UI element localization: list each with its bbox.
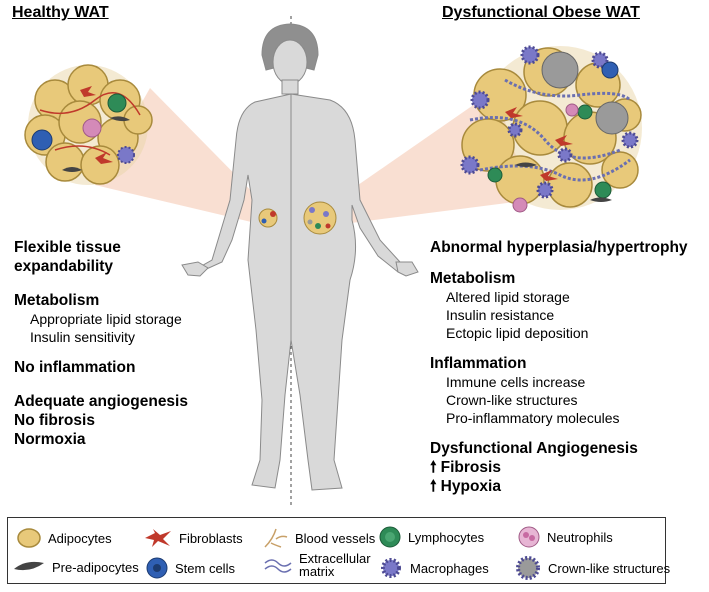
healthy-tissue-cluster [24,64,153,185]
crown-like-structure-icon [516,556,540,580]
right-inflammation-block: Inflammation Immune cells increase Crown… [430,354,620,427]
right-inflammation-item: Pro-inflammatory molecules [446,410,620,426]
right-metabolism-item: Insulin resistance [446,307,555,323]
legend: Adipocytes Fibroblasts Blood vessels Lym… [7,517,670,584]
left-expand-line-2: expandability [14,258,114,275]
left-metabolism-item: Insulin sensitivity [30,329,136,345]
right-metabolism-item: Altered lipid storage [446,289,570,305]
right-inflammation-heading: Inflammation [430,355,527,372]
healthy-body-tissue [258,208,278,228]
left-expand-line-1: Flexible tissue [14,239,121,256]
left-metabolism-item: Appropriate lipid storage [30,311,182,327]
right-inflammation-item: Immune cells increase [446,374,586,390]
legend-pre-adipocytes: Pre-adipocytes [12,559,139,575]
legend-crown-like-structures: Crown-like structures [514,555,670,581]
right-inflammation-item: Crown-like structures [446,392,578,408]
right-expand: Abnormal hyperplasia/hypertrophy [430,239,688,256]
legend-lymphocytes: Lymphocytes [378,525,484,549]
left-angio-block: Adequate angiogenesis No fibrosis Normox… [14,392,188,449]
extracellular-matrix-icon [264,559,292,573]
right-metabolism-heading: Metabolism [430,270,516,287]
obese-body-tissue [303,201,337,235]
right-hypoxia-row: 🠕Hypoxia [430,477,638,496]
illustration [24,16,642,505]
legend-extracellular-line-2: matrix [299,564,335,579]
right-fibrosis: Fibrosis [440,459,501,476]
left-fibrosis: No fibrosis [14,412,95,429]
legend-neutrophils: Neutrophils [517,525,613,549]
right-metabolism-block: Metabolism Altered lipid storage Insulin… [430,269,588,342]
legend-blood-vessels: Blood vessels [263,527,375,549]
legend-stem-cells: Stem cells [145,556,235,580]
left-inflammation: No inflammation [14,359,136,376]
right-metabolism-item: Ectopic lipid deposition [446,325,589,341]
right-hypoxia: Hypoxia [440,478,501,495]
macrophage-icon [381,558,401,578]
legend-adipocytes: Adipocytes [16,527,112,549]
right-fibrosis-row: 🠕Fibrosis [430,458,638,477]
adipocyte-icon [17,528,41,548]
legend-macrophages: Macrophages [378,555,489,581]
blood-vessel-icon [264,528,288,548]
neutrophil-icon [518,526,540,548]
legend-extracellular-matrix: Extracellular matrix [263,552,371,578]
left-angiogenesis: Adequate angiogenesis [14,393,188,410]
up-arrow-icon: 🠕 [430,459,437,476]
right-angiogenesis: Dysfunctional Angiogenesis [430,440,638,457]
stem-cell-icon [146,557,168,579]
legend-extracellular-line-1: Extracellular [299,551,371,566]
pre-adipocyte-icon [14,561,44,571]
left-hypoxia: Normoxia [14,431,86,448]
obese-wat-title: Dysfunctional Obese WAT [442,4,640,21]
healthy-wat-title: Healthy WAT [12,4,109,21]
right-angio-block: Dysfunctional Angiogenesis 🠕Fibrosis 🠕Hy… [430,439,638,496]
body-figure [181,23,419,491]
legend-fibroblasts: Fibroblasts [143,527,243,549]
left-metabolism-heading: Metabolism [14,292,100,309]
obese-tissue-cluster [460,45,642,213]
left-expand-block: Flexible tissue expandability [14,238,121,276]
fibroblast-icon [145,529,171,547]
up-arrow-icon: 🠕 [430,478,437,495]
lymphocyte-icon [379,526,401,548]
left-metabolism-block: Metabolism Appropriate lipid storage Ins… [14,291,182,346]
